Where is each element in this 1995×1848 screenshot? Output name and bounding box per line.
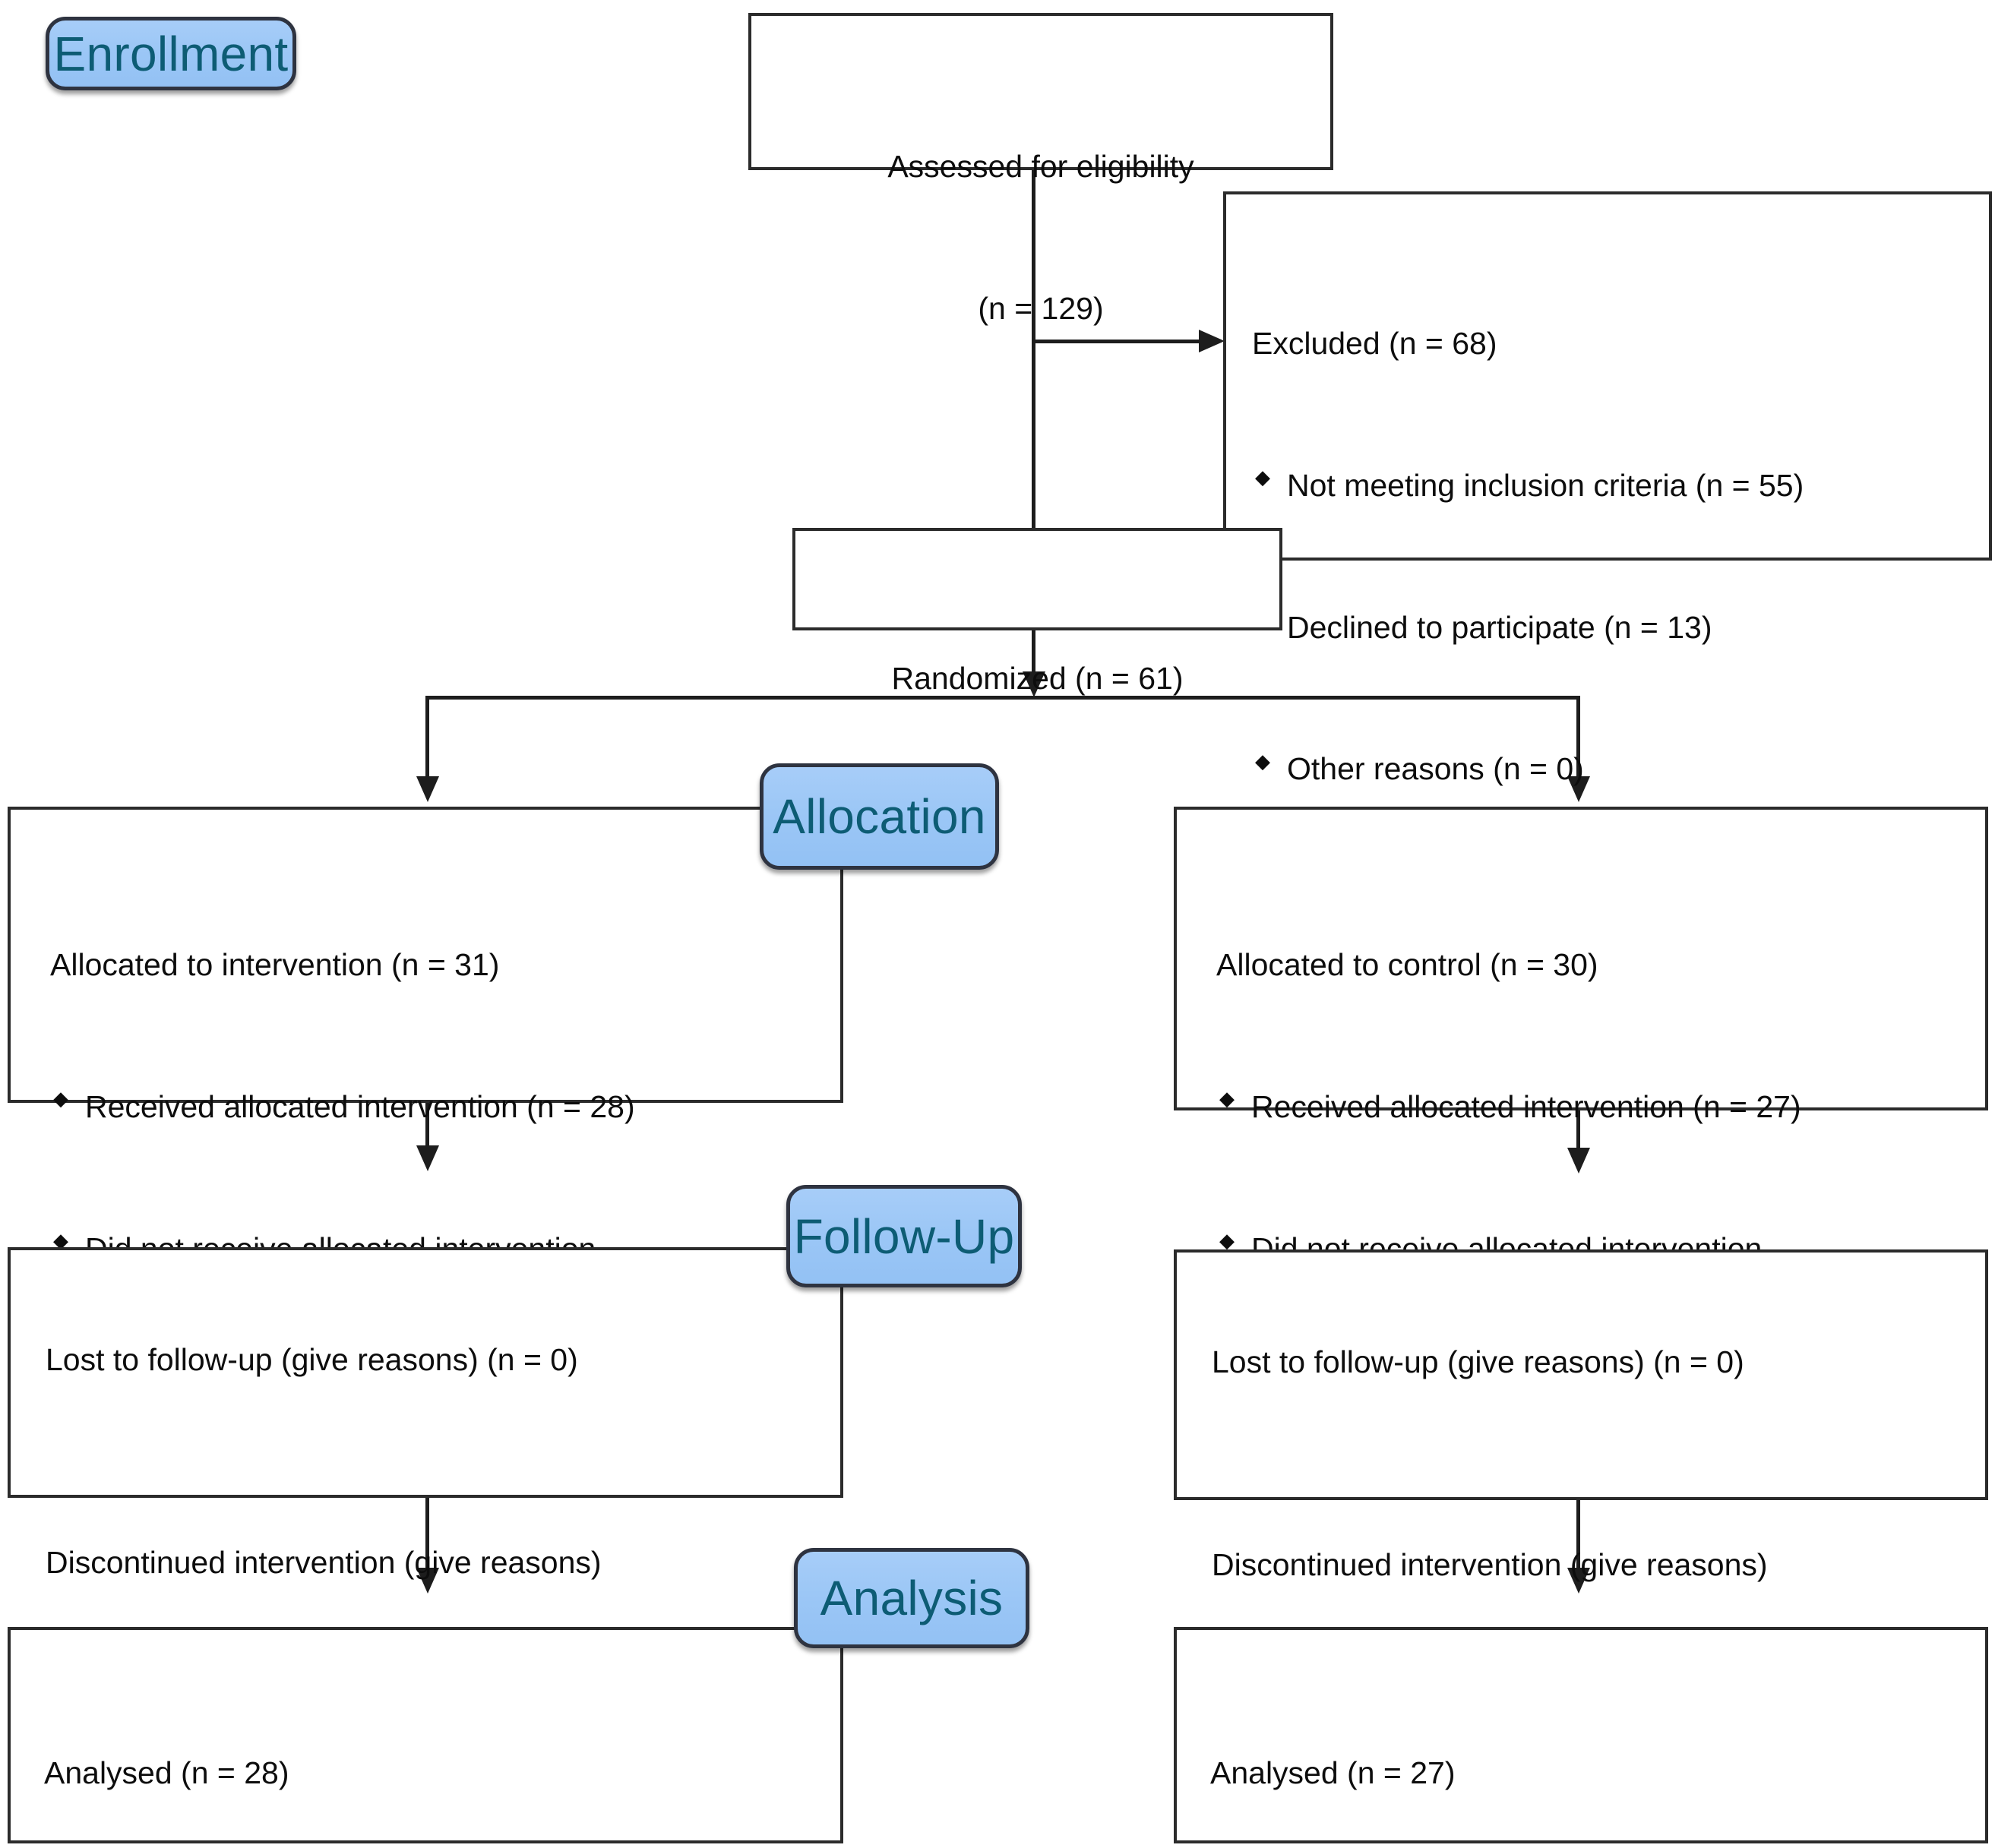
arrow-into-right-followup-icon: [1567, 1148, 1590, 1174]
followup-right-line-1: Lost to follow-up (give reasons) (n = 0): [1212, 1344, 1744, 1379]
analysis-left-heading: Analysed (n = 28): [44, 1755, 289, 1790]
box-allocation-control: Allocated to control (n = 30) Received a…: [1174, 807, 1988, 1407]
connector-randomized-stem: [1032, 630, 1035, 676]
box-followup-control: Lost to follow-up (give reasons) (n = 0)…: [1174, 1249, 1988, 1750]
stage-label-analysis: Analysis: [794, 1548, 1029, 1648]
assessed-line-2: (n = 129): [978, 290, 1104, 326]
analysis-right-heading: Analysed (n = 27): [1210, 1755, 1456, 1790]
arrow-into-right-analysis-icon: [1567, 1568, 1590, 1594]
arrow-randomized-split-icon: [1023, 671, 1045, 697]
connector-to-excluded: [1032, 340, 1200, 343]
box-excluded: Excluded (n = 68) Not meeting inclusion …: [1223, 191, 1992, 786]
stage-label-enrollment: Enrollment: [46, 17, 296, 90]
allocation-left-heading: Allocated to intervention (n = 31): [50, 946, 500, 982]
stage-label-allocation-text: Allocation: [773, 789, 986, 844]
connector-split-right-drop: [1576, 696, 1580, 779]
stage-label-enrollment-text: Enrollment: [53, 26, 289, 81]
stage-label-allocation: Allocation: [760, 763, 999, 870]
arrow-into-left-analysis-icon: [416, 1568, 439, 1594]
excluded-reason-1: Declined to participate (n = 13): [1252, 604, 1975, 651]
assessed-line-1: Assessed for eligibility: [887, 148, 1194, 184]
box-allocation-intervention: Allocated to intervention (n = 31) Recei…: [8, 807, 843, 1407]
connector-right-allocation-to-followup: [1576, 1110, 1580, 1151]
connector-split-horizontal: [425, 696, 1580, 700]
connector-right-followup-to-analysis: [1576, 1500, 1580, 1574]
followup-right-line-2: Discontinued intervention (give reasons): [1212, 1547, 1768, 1582]
excluded-heading: Excluded (n = 68): [1252, 325, 1497, 361]
box-assessed-for-eligibility: Assessed for eligibility (n = 129): [748, 13, 1333, 326]
followup-left-line-1: Lost to follow-up (give reasons) (n = 0): [46, 1342, 578, 1377]
stage-label-followup: Follow-Up: [786, 1185, 1022, 1287]
box-analysis-control: Analysed (n = 27) Excluded from analysis…: [1174, 1627, 1988, 1843]
box-analysis-intervention: Analysed (n = 28) Excluded from analysis…: [8, 1627, 843, 1843]
allocation-right-item-0: Received allocated intervention (n = 27): [1216, 1083, 1976, 1130]
randomized-text: Randomized (n = 61): [891, 660, 1184, 696]
arrow-into-left-followup-icon: [416, 1145, 439, 1171]
stage-label-followup-text: Follow-Up: [793, 1208, 1015, 1264]
box-followup-intervention: Lost to follow-up (give reasons) (n = 0)…: [8, 1247, 843, 1748]
box-randomized: Randomized (n = 61): [792, 528, 1282, 696]
followup-left-line-2: Discontinued intervention (give reasons): [46, 1545, 602, 1580]
excluded-reason-2: Other reasons (n = 0): [1252, 745, 1975, 792]
connector-split-left-drop: [425, 696, 429, 779]
connector-assessed-stem: [1032, 170, 1035, 535]
arrow-into-left-allocation-icon: [416, 776, 439, 802]
excluded-reason-0: Not meeting inclusion criteria (n = 55): [1252, 462, 1975, 509]
stage-label-analysis-text: Analysis: [820, 1571, 1004, 1625]
arrow-to-excluded-icon: [1199, 330, 1225, 352]
allocation-left-item-0: Received allocated intervention (n = 28): [50, 1083, 831, 1130]
allocation-right-heading: Allocated to control (n = 30): [1216, 946, 1598, 982]
connector-left-followup-to-analysis: [425, 1498, 429, 1574]
